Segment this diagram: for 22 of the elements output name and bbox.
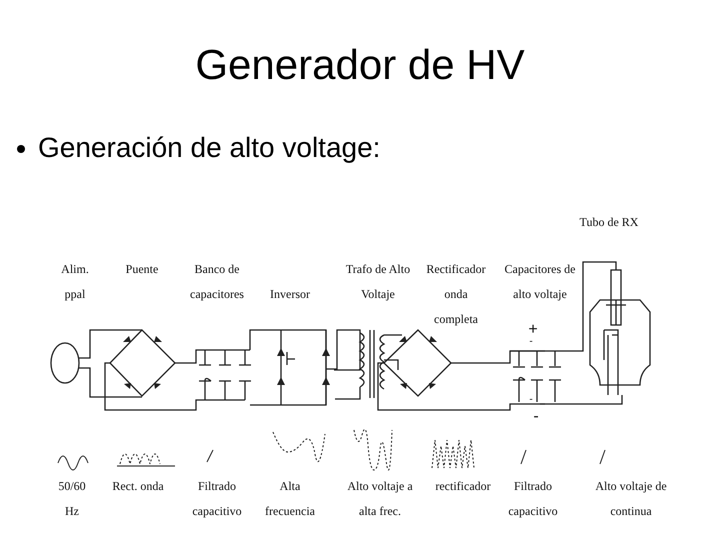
component-label: Trafo de Alto Voltaje — [344, 261, 412, 303]
component-label: Inversor — [269, 286, 311, 303]
waveform-label: Alto voltaje de continua — [594, 478, 668, 520]
waveform-label: rectificador — [434, 478, 492, 495]
slide-title: Generador de HV — [194, 40, 526, 90]
polarity-sign: - — [528, 335, 534, 349]
waveform-label: 50/60 Hz — [57, 478, 87, 520]
component-label: Tubo de RX — [578, 214, 640, 231]
component-label: Alim. ppal — [60, 261, 90, 303]
waveform-label: Filtrado capacitivo — [507, 478, 559, 520]
polarity-sign: - — [528, 393, 534, 407]
polarity-sign: + — [527, 322, 539, 338]
bullet-text: Generación de alto voltage: — [38, 131, 380, 165]
waveform-label: Rect. onda — [111, 478, 165, 495]
component-label: Puente — [124, 261, 160, 278]
waveform-label: Alta frecuencia — [264, 478, 316, 520]
polarity-sign: - — [532, 409, 540, 425]
component-label: Rectificador onda completa — [425, 261, 487, 328]
waveform-label: Filtrado capacitivo — [191, 478, 243, 520]
component-label: Banco de capacitores — [189, 261, 245, 303]
waveform-label: Alto voltaje a alta frec. — [346, 478, 414, 520]
component-label: Capacitores de alto voltaje — [504, 261, 576, 303]
